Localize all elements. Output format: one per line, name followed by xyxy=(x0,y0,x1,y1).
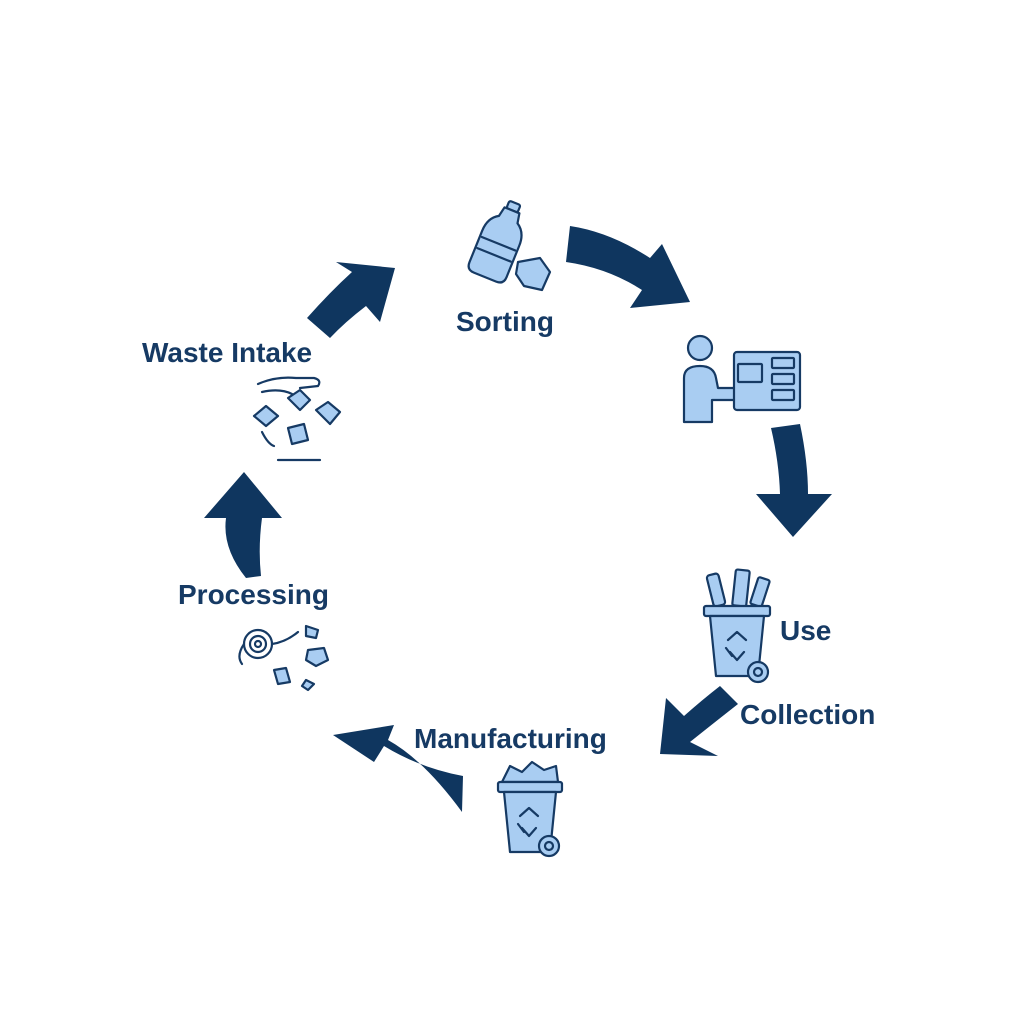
stage-label-waste-intake: Waste Intake xyxy=(142,337,312,368)
worker-machine-icon xyxy=(682,334,802,424)
recycle-bin-icon xyxy=(496,760,564,858)
arrow-processing-to-intake xyxy=(204,472,282,578)
arrow-collection-to-manufacturing xyxy=(660,686,738,756)
stage-label-processing: Processing xyxy=(178,579,329,610)
stage-label-use: Use xyxy=(780,615,831,646)
arrow-intake-to-sorting xyxy=(307,262,395,338)
recycle-bin-full-icon xyxy=(702,568,772,684)
arrow-manufacturing-to-processing xyxy=(333,725,463,812)
arrow-sorting-to-machine xyxy=(566,226,690,308)
spool-flakes-icon xyxy=(238,624,330,692)
plastic-bottle-icon xyxy=(467,200,552,292)
stage-label-sorting: Sorting xyxy=(456,306,554,337)
arrow-machine-to-use xyxy=(756,424,832,537)
hand-dropping-pieces-icon xyxy=(252,376,342,462)
stage-label-manufacturing: Manufacturing xyxy=(414,723,607,754)
stage-label-collection: Collection xyxy=(740,699,875,730)
